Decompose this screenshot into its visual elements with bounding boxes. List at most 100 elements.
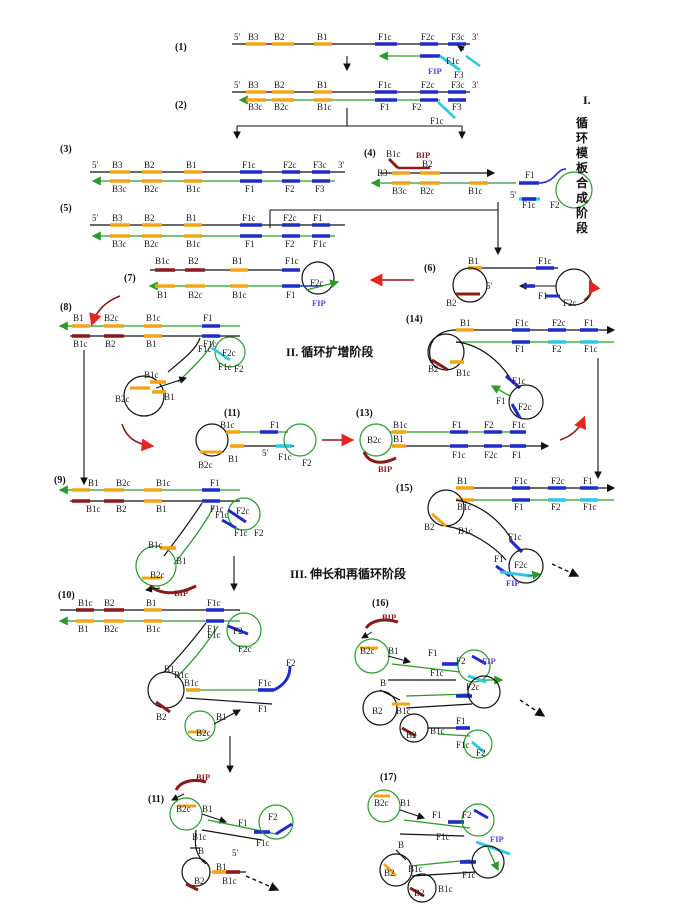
region-label: F1c xyxy=(430,116,444,126)
b2-seg xyxy=(185,882,199,892)
bend-strand xyxy=(167,337,201,373)
region-label: F1 xyxy=(496,396,506,406)
f1c-seg xyxy=(221,518,237,530)
region-label: B2 xyxy=(274,32,285,42)
region-label: 5' xyxy=(510,190,517,200)
region-label: B3 xyxy=(248,80,259,90)
region-label: F1c xyxy=(378,80,392,90)
region-label: F2c xyxy=(551,476,565,486)
extension xyxy=(201,813,228,824)
phase-3-label: III. 伸长和再循环阶段 xyxy=(290,566,407,581)
region-label: B3c xyxy=(392,186,407,196)
step-number-label: (11) xyxy=(148,794,164,805)
region-label: B2 xyxy=(188,256,199,266)
region-label: B1c xyxy=(146,313,161,323)
region-label: 3' xyxy=(338,160,345,170)
step-number-label: (16) xyxy=(372,598,389,609)
region-label: F2 xyxy=(550,200,560,210)
f-loop xyxy=(226,612,262,648)
region-label: F2 xyxy=(476,748,486,758)
extension xyxy=(155,376,188,389)
region-label: B1 xyxy=(146,598,157,608)
region-label: B1 xyxy=(157,290,168,300)
b-loop xyxy=(181,857,211,887)
region-label: B1 xyxy=(164,664,175,674)
region-label: B2 xyxy=(274,80,285,90)
region-label: F2c xyxy=(514,560,528,570)
region-label: F2 xyxy=(233,626,243,636)
fip-tail xyxy=(499,570,533,578)
f-loop xyxy=(457,649,491,683)
region-label: B1 xyxy=(400,798,411,808)
f1c-seg xyxy=(504,374,522,390)
red-flow-arrow xyxy=(89,295,121,327)
b-loop xyxy=(184,710,216,742)
fip-ext xyxy=(487,847,499,872)
region-label: F2c xyxy=(283,213,297,223)
region-label: F2 xyxy=(484,420,494,430)
region-label: F1 xyxy=(270,420,280,430)
region-label: 5' xyxy=(234,32,241,42)
step-number-label: (11) xyxy=(224,408,240,419)
region-label: B3 xyxy=(248,32,259,42)
region-label: F1 xyxy=(203,313,213,323)
region-label: B3 xyxy=(112,213,123,223)
region-label: B2c xyxy=(176,804,191,814)
region-label: F1c xyxy=(378,32,392,42)
f2-seg xyxy=(473,808,489,820)
region-label: F1 xyxy=(258,704,268,714)
step-number-label: (7) xyxy=(124,273,136,284)
region-label: B2c xyxy=(198,460,213,470)
region-label: B1 xyxy=(73,313,84,323)
region-label: F1c xyxy=(313,239,327,249)
region-label: B1c xyxy=(317,102,332,112)
b2-seg xyxy=(409,886,425,898)
region-label: B2c xyxy=(274,102,289,112)
region-label: F3c xyxy=(313,160,327,170)
region-label: F2c xyxy=(421,32,435,42)
region-label: F1 xyxy=(286,290,296,300)
region-label: F2 xyxy=(254,528,264,538)
region-label: B2c xyxy=(144,239,159,249)
region-label: B1c xyxy=(438,884,453,894)
bip-primer-label: BIP xyxy=(378,464,392,474)
region-label: F2c xyxy=(238,644,252,654)
b-loop xyxy=(362,690,398,726)
phase-1-label: 环 xyxy=(576,131,588,145)
f2-seg xyxy=(471,654,487,666)
step-number-label: (8) xyxy=(60,302,72,313)
extension xyxy=(490,385,511,397)
bend-strand xyxy=(194,829,207,865)
region-label: F1c xyxy=(512,420,526,430)
region-label: F1 xyxy=(538,291,548,301)
region-label: B1 xyxy=(232,256,243,266)
region-label: F1 xyxy=(584,318,594,328)
region-label: F1c xyxy=(514,476,528,486)
region-label: 3' xyxy=(472,32,479,42)
region-label: B1 xyxy=(388,646,399,656)
region-label: F1c xyxy=(584,344,598,354)
bip-primer-label: BIP xyxy=(196,772,210,782)
region-label: F2 xyxy=(462,810,472,820)
region-label: 5' xyxy=(234,80,241,90)
region-label: B1 xyxy=(156,504,167,514)
b-loop xyxy=(354,638,390,674)
extension xyxy=(399,809,426,820)
region-label: B2c xyxy=(115,394,130,404)
region-label: B1 xyxy=(228,454,239,464)
strand xyxy=(411,871,477,877)
region-label: F2c xyxy=(518,402,532,412)
fip-primer-label: FIP xyxy=(506,578,520,588)
region-label: F1 xyxy=(313,213,323,223)
region-label: B1c xyxy=(146,624,161,634)
bip-primer-label: BIP xyxy=(382,612,396,622)
region-label: B2 xyxy=(104,598,115,608)
f-loop xyxy=(463,729,493,759)
region-label: B1c xyxy=(396,706,411,716)
region-label: B1c xyxy=(386,149,401,159)
strand xyxy=(391,663,461,673)
strand xyxy=(399,833,465,837)
region-label: B3c xyxy=(112,184,127,194)
